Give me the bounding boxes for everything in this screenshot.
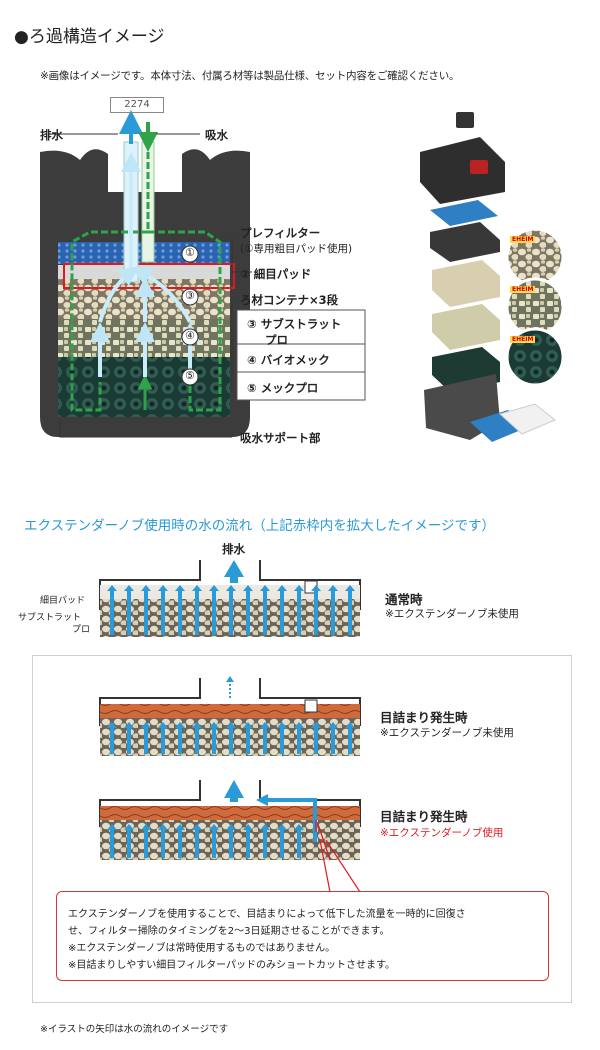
product-badge: EHEIM — [510, 236, 536, 243]
product-badge: EHEIM — [510, 336, 536, 343]
disclaimer: ※画像はイメージです。本体寸法、付属ろ材等は製品仕様、セット内容をご確認ください… — [40, 70, 460, 82]
footer-note: ※イラストの矢印は水の流れのイメージです — [40, 1024, 229, 1035]
flow-arrow — [328, 585, 338, 635]
media-name: メックプロ — [260, 381, 319, 395]
media-number: ⑤ — [247, 381, 257, 395]
media-name: バイオメック — [260, 353, 330, 367]
media-item-mechpro: ⑤ メックプロ — [247, 380, 363, 396]
clogged-unused-note: ※エクステンダーノブ未使用 — [380, 727, 514, 739]
clogged-used-status: 目詰まり発生時 — [380, 809, 468, 824]
callout-connector — [319, 840, 361, 893]
flow-arrow — [192, 585, 202, 635]
flow-arrow — [260, 585, 270, 635]
flow-arrow — [243, 585, 253, 635]
container-label: ろ材コンテナ×3段 — [240, 293, 339, 307]
flow-arrow — [124, 722, 134, 754]
flow-arrow — [141, 824, 151, 858]
flow-arrow — [141, 722, 151, 754]
flow-arrow — [192, 722, 202, 754]
flow-arrow — [124, 585, 134, 635]
layer-number-1: ① — [185, 246, 195, 259]
substrat-label-line2: プロ — [72, 625, 91, 635]
normal-flow-diagram — [99, 560, 361, 637]
prefilter-sublabel: (①専用粗目パッド使用) — [240, 243, 353, 255]
flow-section-title: エクステンダーノブ使用時の水の流れ（上記赤枠内を拡大したイメージです） — [24, 518, 496, 534]
flow-arrow — [226, 722, 236, 754]
media-item-biomech: ④ バイオメック — [247, 352, 363, 368]
flow-arrow — [294, 824, 304, 858]
flow-arrow — [124, 824, 134, 858]
flow-arrow — [294, 722, 304, 754]
media-name: サブストラット — [260, 317, 342, 331]
flow-arrow — [209, 722, 219, 754]
flow-arrow — [243, 824, 253, 858]
exploded-product-image — [420, 112, 565, 442]
media-name-line2: プロ — [265, 333, 288, 347]
explanation-line-4: ※目詰まりしやすい細目フィルターパッドのみショートカットさせます。 — [68, 960, 395, 971]
clogged-unused-status: 目詰まり発生時 — [380, 710, 468, 725]
flow-arrow — [277, 824, 287, 858]
drain-label: 排水 — [40, 128, 63, 142]
section-title: ●ろ過構造イメージ — [14, 27, 165, 47]
explanation-line-1: エクステンダーノブを使用することで、目詰まりによって低下した流量を一時的に回復さ — [68, 909, 466, 920]
flow-arrow — [209, 585, 219, 635]
normal-status: 通常時 — [385, 592, 423, 607]
flow-arrow — [175, 585, 185, 635]
flow-arrow — [175, 824, 185, 858]
flow-arrow — [345, 722, 355, 754]
flow-arrow — [328, 722, 338, 754]
flow-arrow — [226, 585, 236, 635]
normal-drain-label: 排水 — [222, 542, 245, 556]
flow-arrow — [260, 722, 270, 754]
flow-arrow — [107, 824, 117, 858]
filter-structure-diagram — [40, 110, 565, 442]
fine-pad-label: ② 細目パッド — [240, 267, 312, 281]
flow-arrow — [243, 722, 253, 754]
layer-number-4: ④ — [185, 329, 195, 342]
flow-arrow — [311, 585, 321, 635]
flow-arrow — [345, 585, 355, 635]
clogged-unused-diagram — [99, 676, 361, 756]
media-item-substrat: ③ サブストラット プロ — [247, 316, 363, 348]
pad-label: 細目パッド — [40, 596, 86, 606]
flow-arrow — [107, 722, 117, 754]
normal-note: ※エクステンダーノブ未使用 — [385, 608, 519, 620]
clogged-used-note: ※エクステンダーノブ使用 — [380, 827, 504, 839]
flow-arrow — [311, 722, 321, 754]
flow-arrow — [158, 722, 168, 754]
flow-arrow — [192, 824, 202, 858]
explanation-line-3: ※エクステンダーノブは常時使用するものではありません。 — [68, 943, 336, 954]
media-number: ④ — [247, 353, 257, 367]
flow-arrow — [226, 824, 236, 858]
flow-arrow — [107, 585, 117, 635]
media-list-frame — [236, 309, 366, 401]
flow-arrow — [158, 585, 168, 635]
substrat-label: サブストラット — [18, 613, 82, 623]
flow-arrow — [175, 722, 185, 754]
model-number: 2274 — [110, 97, 164, 113]
flow-arrow — [277, 722, 287, 754]
media-number: ③ — [247, 317, 257, 331]
flow-arrow — [141, 585, 151, 635]
explanation-line-2: せ、フィルター掃除のタイミングを2～3日延期させることができます。 — [68, 926, 390, 937]
product-badge: EHEIM — [510, 286, 536, 293]
intake-label: 吸水 — [205, 128, 228, 142]
support-label: 吸水サポート部 — [240, 431, 321, 445]
flow-arrow — [294, 585, 304, 635]
flow-arrow — [260, 824, 270, 858]
comparison-box — [32, 655, 572, 1003]
layer-number-5: ⑤ — [185, 369, 195, 382]
flow-arrow — [158, 824, 168, 858]
layer-number-3: ③ — [185, 289, 195, 302]
explanation-box — [56, 891, 549, 981]
flow-arrow — [277, 585, 287, 635]
clogged-used-diagram — [99, 780, 361, 861]
flow-arrow — [209, 824, 219, 858]
prefilter-label: プレフィルター — [240, 226, 321, 240]
